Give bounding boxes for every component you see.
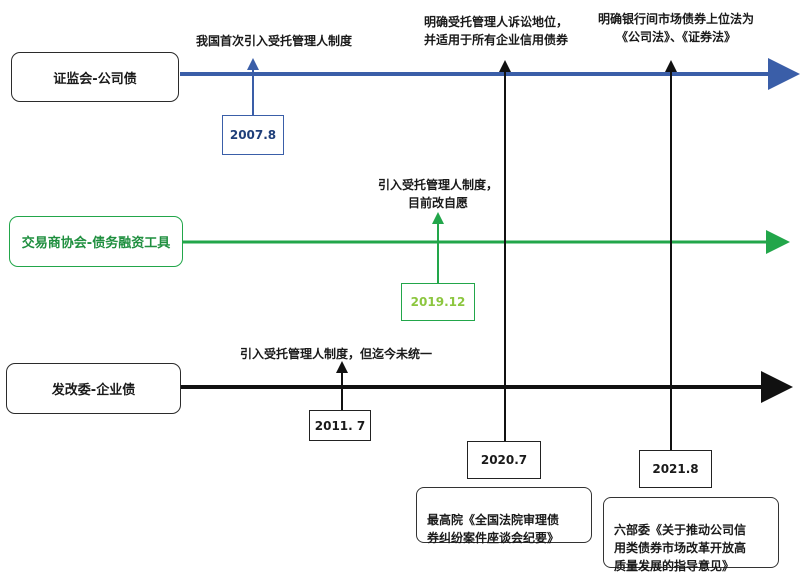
lane-label-ndrc: 发改委-企业债 xyxy=(6,363,181,414)
callout-2021-text: 六部委《关于推动公司信 用类债券市场改革开放高 质量发展的指导意见》 xyxy=(614,523,747,573)
note-2020-line2: 并适用于所有企业信用债券 xyxy=(423,33,568,47)
lane-label-nafmii: 交易商协会-债务融资工具 xyxy=(9,216,183,267)
lane-label-nafmii-text: 交易商协会-债务融资工具 xyxy=(21,236,171,251)
note-2019: 引入受托管理人制度， 目前改自愿 xyxy=(370,176,506,212)
date-box-2011: 2011. 7 xyxy=(309,410,371,441)
note-2020: 明确受托管理人诉讼地位， 并适用于所有企业信用债券 xyxy=(412,13,580,49)
note-2007: 我国首次引入受托管理人制度 xyxy=(196,32,352,50)
date-box-2007: 2007.8 xyxy=(222,115,284,155)
note-2020-line1: 明确受托管理人诉讼地位， xyxy=(423,15,568,29)
lane-label-csrc: 证监会-公司债 xyxy=(11,52,179,102)
date-2020-text: 2020.7 xyxy=(480,453,528,467)
date-box-2021: 2021.8 xyxy=(639,450,712,488)
date-box-2020: 2020.7 xyxy=(467,441,541,479)
callout-2020: 最高院《全国法院审理债 券纠纷案件座谈会纪要》 xyxy=(416,487,592,545)
note-2011: 引入受托管理人制度，但迄今未统一 xyxy=(240,345,432,363)
note-2007-text: 我国首次引入受托管理人制度 xyxy=(196,34,353,48)
note-2019-line2: 目前改自愿 xyxy=(407,196,468,210)
date-2007-text: 2007.8 xyxy=(229,128,277,142)
note-2021: 明确银行间市场债券上位法为 《公司法》、《证券法》 xyxy=(586,10,766,46)
note-2011-text: 引入受托管理人制度，但迄今未统一 xyxy=(240,347,433,361)
date-2021-text: 2021.8 xyxy=(652,462,699,476)
note-2021-line1: 明确银行间市场债券上位法为 xyxy=(597,12,754,26)
lane-label-csrc-text: 证监会-公司债 xyxy=(53,71,137,87)
note-2021-line2: 《公司法》、《证券法》 xyxy=(615,30,736,44)
date-2019-text: 2019.12 xyxy=(410,295,466,309)
lane-label-ndrc-text: 发改委-企业债 xyxy=(51,383,136,398)
callout-2020-text: 最高院《全国法院审理债 券纠纷案件座谈会纪要》 xyxy=(427,513,560,545)
date-box-2019: 2019.12 xyxy=(401,283,475,321)
note-2019-line1: 引入受托管理人制度， xyxy=(377,178,498,192)
callout-2021: 六部委《关于推动公司信 用类债券市场改革开放高 质量发展的指导意见》 xyxy=(603,497,779,573)
date-2011-text: 2011. 7 xyxy=(314,418,366,433)
